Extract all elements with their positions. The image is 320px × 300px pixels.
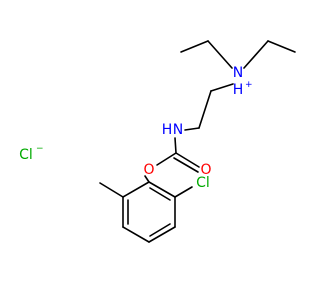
chloride-symbol: Cl xyxy=(19,147,33,163)
amide-n-symbol: N xyxy=(173,122,183,138)
bond-ring-inner-b xyxy=(149,223,171,237)
ammonium-nitrogen: N H + xyxy=(233,65,253,98)
bond-ring-4-5 xyxy=(122,226,150,243)
molecule-canvas: N H + H N O O Cl Cl − xyxy=(19,40,296,243)
bond-n-ethyl2-ch2 xyxy=(243,40,269,69)
bond-ethyl1-ch3-ch2 xyxy=(180,40,209,53)
ring-chlorine: Cl xyxy=(196,175,210,191)
bond-n-ch2a xyxy=(210,83,234,92)
bond-o-ester-ring xyxy=(144,175,150,183)
atom-labels: N H + H N O O Cl Cl − xyxy=(19,65,252,191)
bond-ring-3-4 xyxy=(148,226,176,243)
bond-ring-6-1 xyxy=(122,181,150,198)
amide-hydrogen: H xyxy=(162,122,173,138)
amide-nitrogen: H N xyxy=(162,122,184,138)
bond-ring-cl xyxy=(174,186,193,198)
bond-ring-1-2 xyxy=(148,181,176,198)
bond-carbonyl-c-o-double-b xyxy=(173,157,199,173)
bond-ring-inner-a xyxy=(149,187,171,201)
bond-carbonyl-c-o-double-a xyxy=(175,152,200,168)
ammonium-n-symbol: N xyxy=(233,65,243,81)
bond-ethyl1-ch2-n xyxy=(207,40,233,69)
carbonyl-oxygen: O xyxy=(200,162,211,178)
bond-carbonyl-c-o-ester xyxy=(156,152,177,166)
bond-ch2b-nh xyxy=(184,127,200,131)
molecule-structure: N H + H N O O Cl Cl − xyxy=(19,40,296,243)
ammonium-n-hydrogen: H xyxy=(233,82,244,98)
bond-nh-carbonyl-c xyxy=(174,137,177,154)
chloride-charge: − xyxy=(36,144,44,154)
bonds xyxy=(99,40,296,243)
bond-ring-methyl xyxy=(99,182,124,198)
ester-oxygen: O xyxy=(143,162,154,178)
bond-ethyl2-ch2-ch3 xyxy=(267,40,296,53)
ammonium-n-charge: + xyxy=(245,80,253,90)
bond-ch2a-ch2b xyxy=(198,90,212,129)
chloride-counterion: Cl − xyxy=(19,144,43,163)
